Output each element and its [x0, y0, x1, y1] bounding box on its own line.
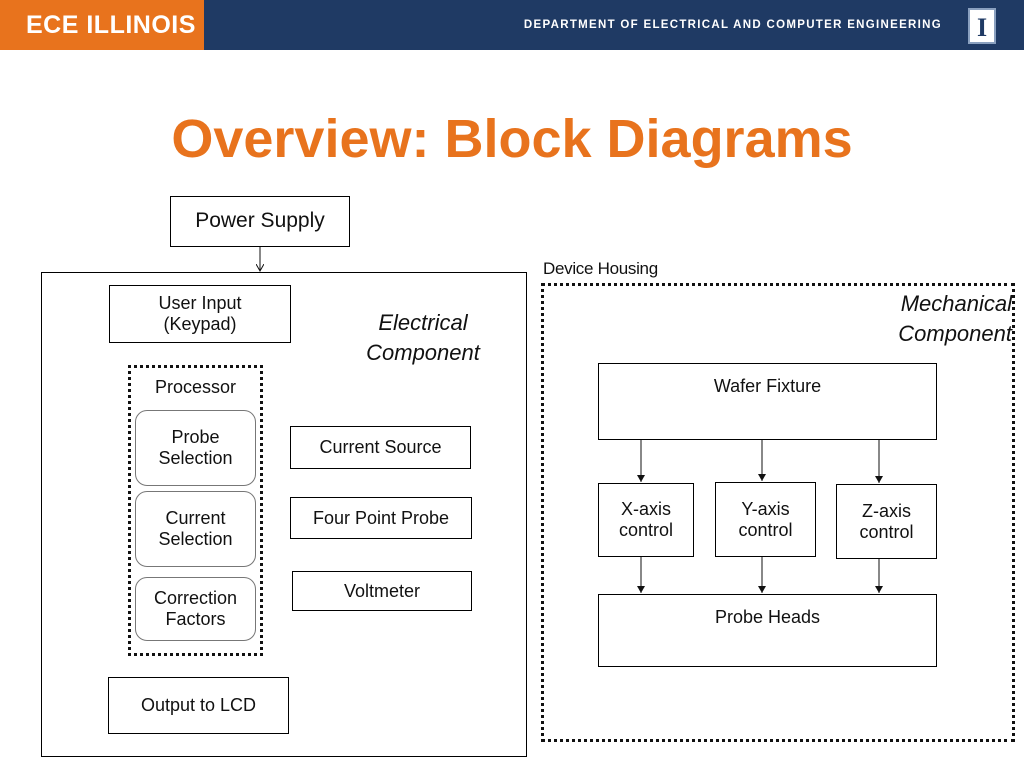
- device-housing-frame: [541, 283, 1015, 742]
- x-axis-control-block: X-axis control: [598, 483, 694, 557]
- electrical-component-label: Electrical Component: [366, 310, 480, 365]
- logo-letter: I: [977, 13, 987, 42]
- processor-label: Processor: [154, 377, 237, 397]
- output-lcd-block: Output to LCD: [108, 677, 289, 734]
- correction-factors-block: Correction Factors: [135, 577, 256, 641]
- mechanical-component-label: Mechanical Component: [898, 291, 1012, 346]
- department-name: DEPARTMENT OF ELECTRICAL AND COMPUTER EN…: [523, 19, 942, 31]
- header-bar: ECE ILLINOIS DEPARTMENT OF ELECTRICAL AN…: [0, 0, 1024, 50]
- university-logo: I: [968, 8, 996, 44]
- y-axis-control-block: Y-axis control: [715, 482, 816, 557]
- probe-selection-block: Probe Selection: [135, 410, 256, 486]
- brand-logo: ECE ILLINOIS: [0, 0, 204, 50]
- z-axis-control-block: Z-axis control: [836, 484, 937, 559]
- processor-group: [128, 365, 263, 656]
- power-supply-block: Power Supply: [170, 196, 350, 247]
- current-source-block: Current Source: [290, 426, 471, 469]
- wafer-fixture-block: Wafer Fixture: [598, 363, 937, 440]
- voltmeter-block: Voltmeter: [292, 571, 472, 611]
- device-housing-label: Device Housing: [543, 259, 658, 278]
- slide-title: Overview: Block Diagrams: [171, 109, 853, 169]
- block-i-icon: I: [977, 13, 987, 42]
- four-point-probe-block: Four Point Probe: [290, 497, 472, 539]
- user-input-block: User Input (Keypad): [109, 285, 291, 343]
- current-selection-block: Current Selection: [135, 491, 256, 567]
- probe-heads-block: Probe Heads: [598, 594, 937, 667]
